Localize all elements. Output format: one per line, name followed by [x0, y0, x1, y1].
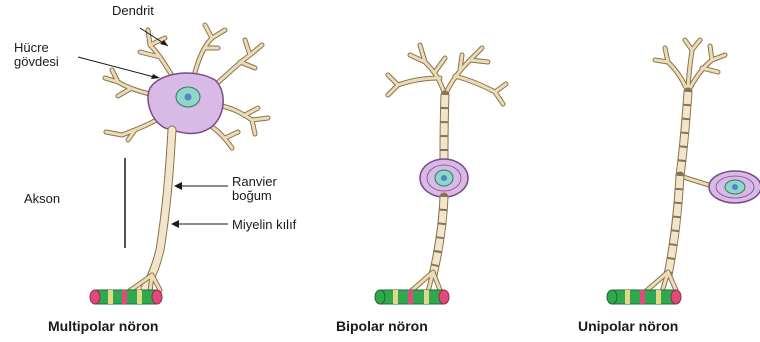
- label-miyelin-kilif: Miyelin kılıf: [171, 217, 297, 232]
- svg-text:boğum: boğum: [232, 188, 272, 203]
- svg-text:Hücre: Hücre: [14, 40, 49, 55]
- unipolar-axon-terminal: [607, 290, 681, 304]
- bipolar-neuron: [375, 45, 506, 304]
- svg-text:gövdesi: gövdesi: [14, 54, 59, 69]
- label-ranvier-bogum: Ranvier boğum: [174, 174, 277, 203]
- svg-text:Miyelin kılıf: Miyelin kılıf: [232, 217, 297, 232]
- label-hucre-govdesi: Hücre gövdesi: [14, 40, 160, 79]
- svg-text:Akson: Akson: [24, 191, 60, 206]
- svg-text:Dendrit: Dendrit: [112, 3, 154, 18]
- multipolar-axon-terminal: [90, 290, 162, 304]
- bipolar-axon-terminal: [375, 290, 449, 304]
- unipolar-neuron: [607, 40, 760, 304]
- caption-unipolar: Unipolar nöron: [578, 318, 678, 334]
- label-akson: Akson: [24, 158, 125, 248]
- caption-multipolar: Multipolar nöron: [48, 318, 158, 334]
- svg-text:Ranvier: Ranvier: [232, 174, 277, 189]
- caption-bipolar: Bipolar nöron: [336, 318, 428, 334]
